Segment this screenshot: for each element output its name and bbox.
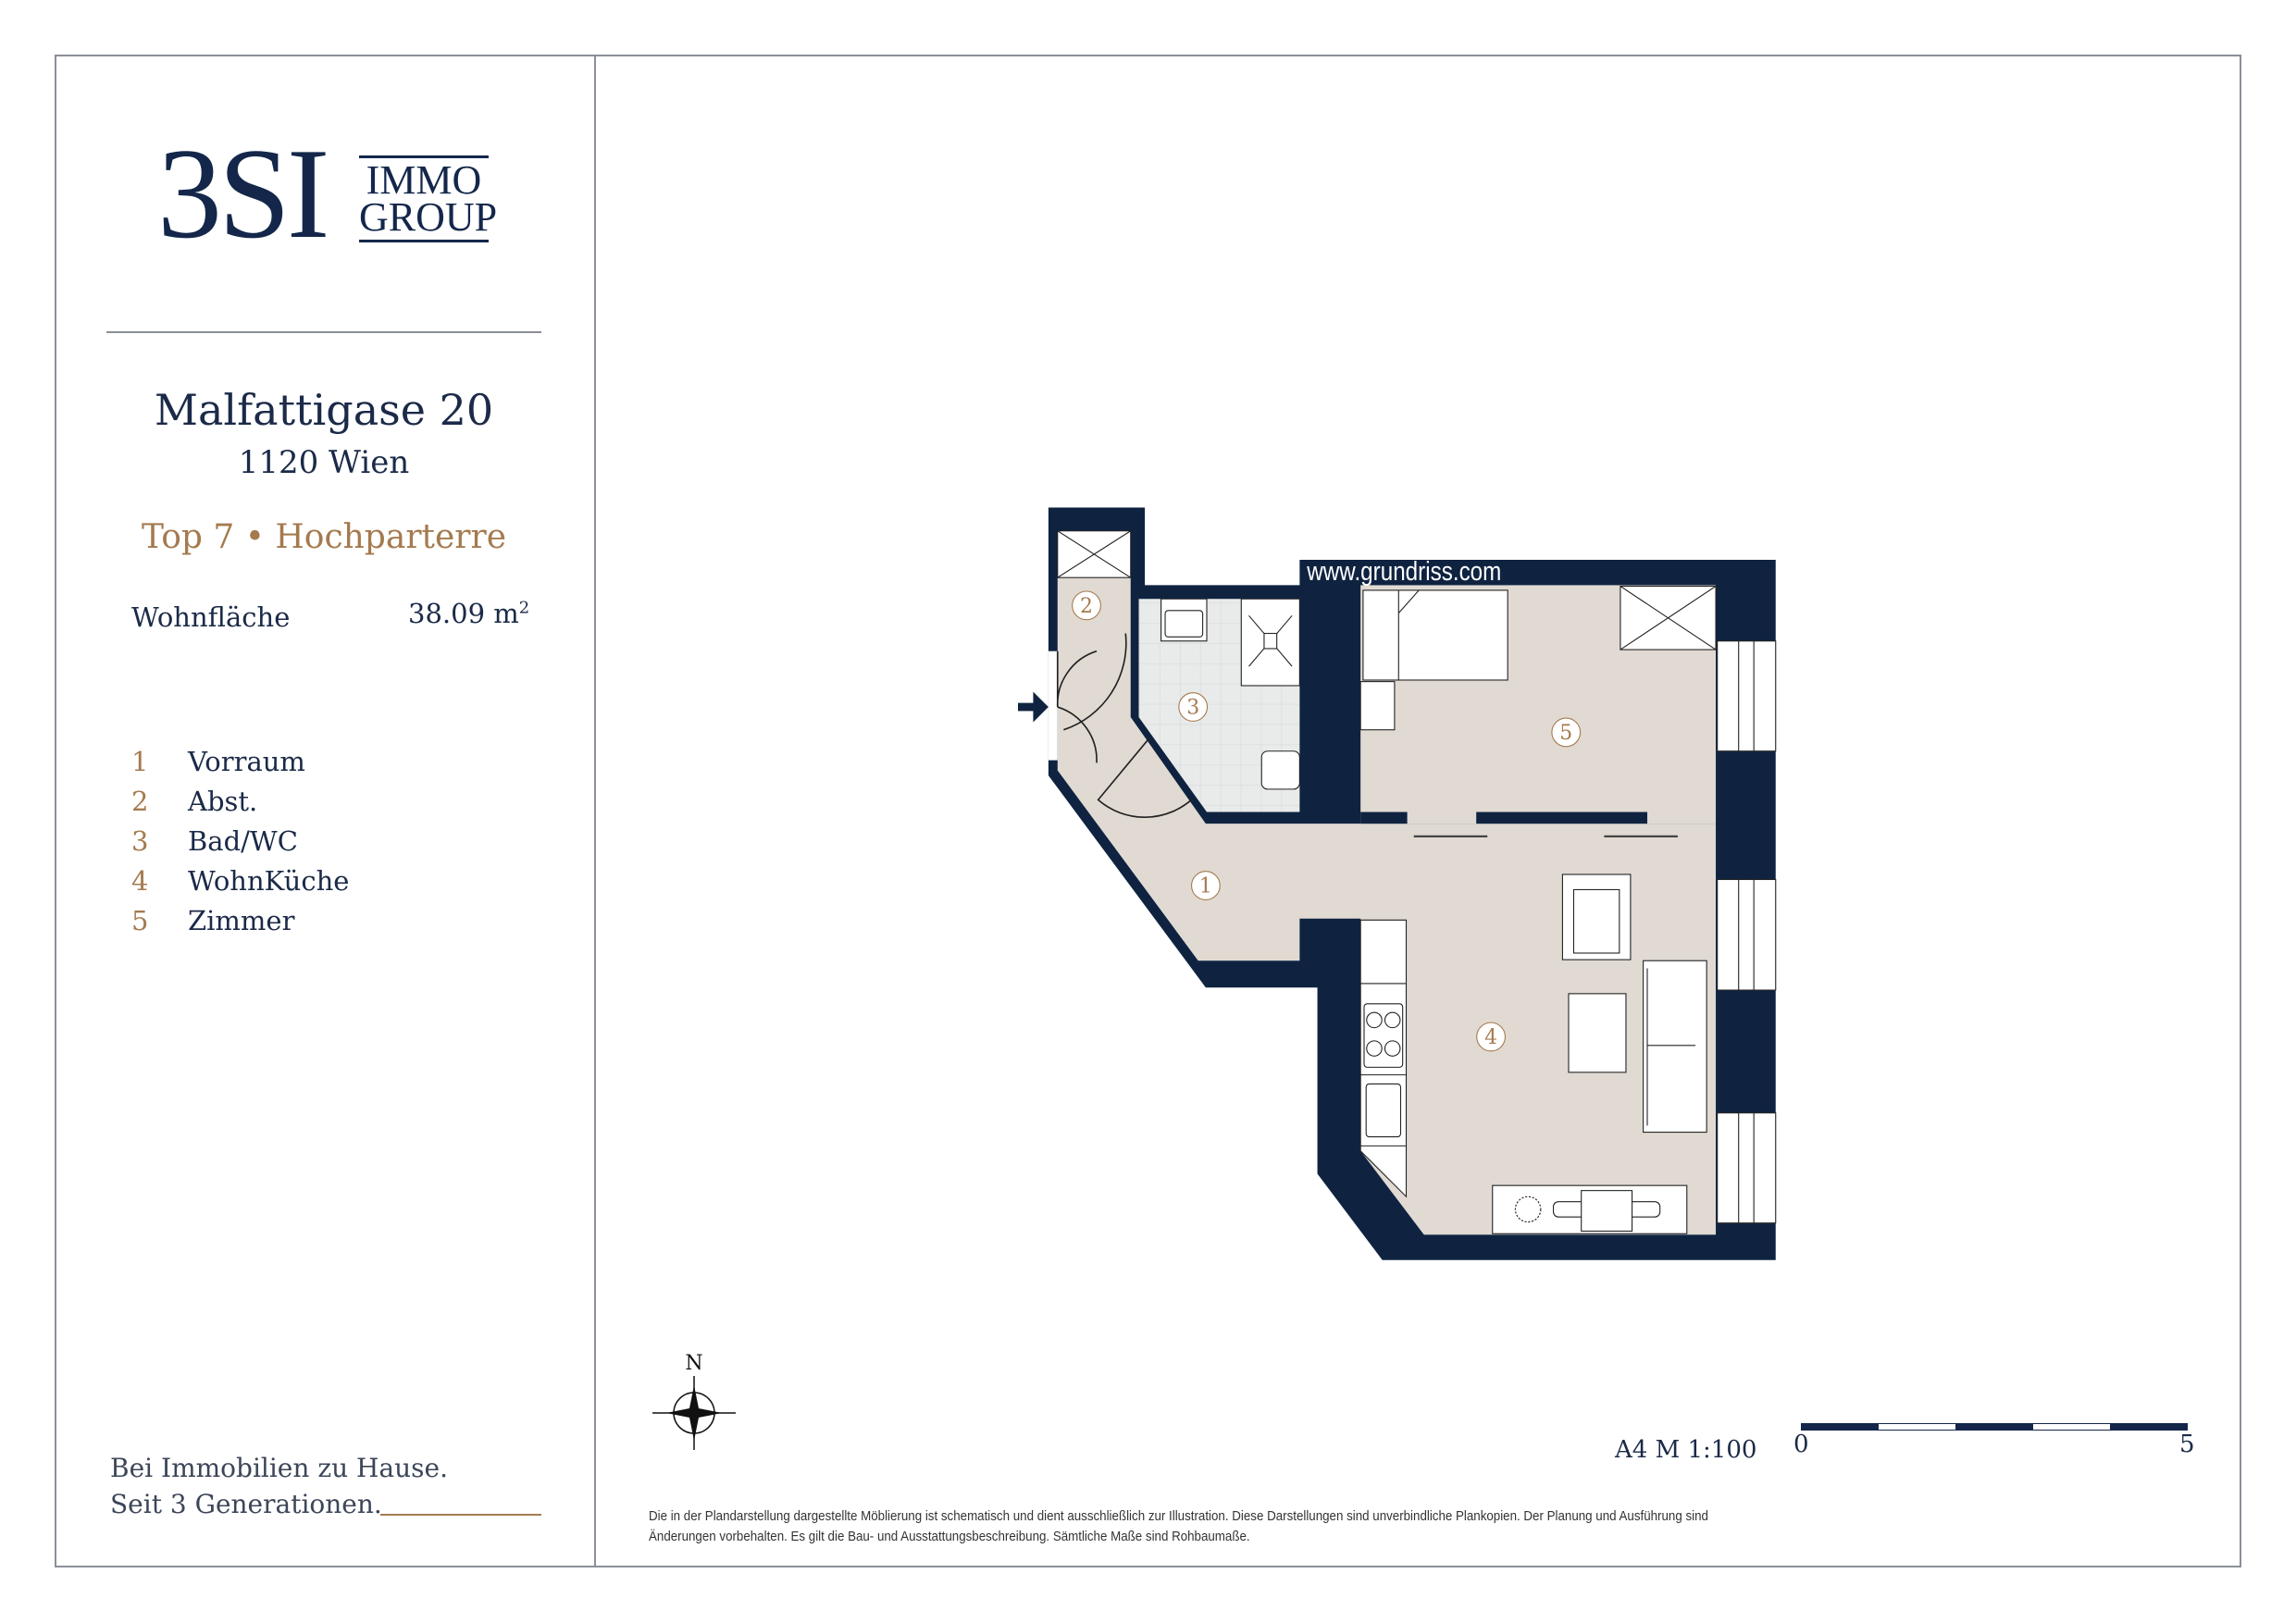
room-legend-name: Zimmer: [188, 905, 295, 936]
floor-hall-living: [1057, 577, 1717, 1235]
room-marker-circle: [1476, 1022, 1506, 1052]
entry-arrow-icon: [1018, 691, 1049, 723]
tagline-line2: Seit 3 Generationen.: [110, 1489, 382, 1519]
page-frame: [55, 55, 2241, 1567]
room-marker-number: 1: [1199, 875, 1212, 898]
room-marker-number: 2: [1080, 595, 1093, 618]
floor-plan: www.grundriss.com 1 2 3 4 5: [1018, 507, 1777, 1260]
room-legend-name: Vorraum: [188, 746, 305, 777]
tagline-line1: Bei Immobilien zu Hause.: [110, 1453, 448, 1483]
north-label: N: [685, 1353, 702, 1375]
room-marker-circle: [1191, 871, 1221, 900]
unit-label: Top 7 • Hochparterre: [141, 518, 507, 556]
room-legend-name: Abst.: [188, 786, 258, 817]
north-arrow-icon: N: [652, 1353, 736, 1450]
watermark: www.grundriss.com: [1306, 556, 1501, 586]
room-legend-number: 2: [131, 786, 149, 817]
storage-box: [1057, 530, 1717, 650]
room-marker-number: 5: [1559, 722, 1572, 745]
room-legend-name: WohnKüche: [188, 865, 350, 897]
logo-line2: GROUP: [359, 194, 498, 240]
room-marker-circle: [1551, 717, 1582, 748]
room-legend-number: 1: [131, 746, 149, 777]
area-label: Wohnfläche: [131, 601, 291, 633]
room-legend-number: 4: [131, 865, 149, 897]
logo-line1: IMMO: [366, 157, 482, 203]
room-marker-number: 3: [1186, 697, 1199, 720]
scale-text: A4 M 1:100: [1615, 1436, 1757, 1464]
living-furniture: [1492, 873, 1707, 1234]
tagline-rule: [380, 1514, 541, 1516]
bedroom-furniture: [1359, 589, 1508, 731]
room-legend-name: Bad/WC: [188, 825, 298, 857]
property-street: Malfattigase 20: [154, 385, 494, 435]
scale-start: 0: [1793, 1431, 1809, 1458]
property-city: 1120 Wien: [238, 444, 410, 481]
logo-3si: 3SI: [157, 122, 329, 266]
room-marker-circle: [1178, 692, 1209, 722]
disclaimer: Die in der Plandarstellung dargestellte …: [649, 1509, 1708, 1544]
room-marker-circle: [1072, 590, 1101, 621]
area-unit-sup: 2: [518, 598, 530, 618]
wall-segment: [1476, 812, 1647, 824]
scale-end: 5: [2179, 1431, 2195, 1458]
scale-bar: [1801, 1423, 2188, 1431]
room-legend-number: 5: [131, 905, 149, 936]
entry-door: [1048, 633, 1194, 819]
wall-segment: [1360, 812, 1408, 824]
room-markers: 1 2 3 4 5: [1072, 590, 1582, 1052]
sidebar-divider: [594, 55, 596, 1567]
header-rule: [106, 331, 541, 333]
room-marker-number: 4: [1484, 1026, 1497, 1049]
logo-immo-group: IMMO GROUP: [359, 155, 498, 242]
bathroom-fixtures: [1160, 598, 1300, 790]
room-legend-number: 3: [131, 825, 149, 857]
windows: [1717, 640, 1777, 1224]
kitchen-counter: [1359, 919, 1408, 1198]
area-value: 38.09 m2: [408, 598, 529, 629]
area-number: 38.09 m: [408, 598, 519, 629]
